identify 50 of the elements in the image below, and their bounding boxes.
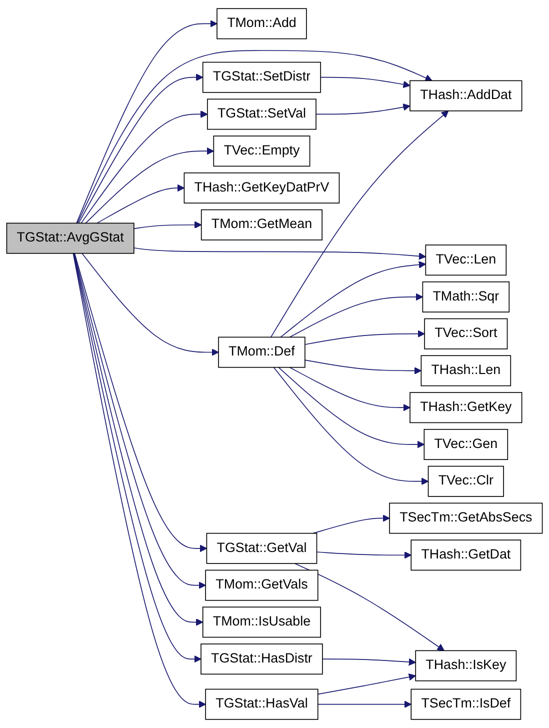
arrow <box>316 104 410 115</box>
node-box: TVec::Gen <box>424 428 508 460</box>
node-box: TGStat::HasVal <box>205 688 318 720</box>
arrow <box>289 366 410 412</box>
arrow <box>77 50 432 224</box>
arrow <box>322 658 416 666</box>
node-box: TMom::Add <box>216 8 307 40</box>
node-box: TGStat::AvgGStat <box>6 222 134 254</box>
arrow <box>80 110 208 224</box>
arrow <box>320 76 410 88</box>
arrow <box>82 252 219 356</box>
node-box: TVec::Empty <box>213 136 310 167</box>
node-box: THash::IsKey <box>415 650 517 682</box>
arrow <box>85 147 214 224</box>
node-box: THash::GetKey <box>410 392 522 424</box>
arrow <box>289 293 424 338</box>
node-box: TSecTm::GetAbsSecs <box>389 502 543 534</box>
node-box: TMath::Sqr <box>422 281 510 312</box>
node-box: THash::GetDat <box>410 540 522 571</box>
arrow <box>316 551 412 559</box>
node-box: TGStat::HasDistr <box>200 644 323 675</box>
node-box: TVec::Clr <box>428 466 504 497</box>
node-box: TVec::Len <box>425 244 507 276</box>
arrow <box>294 563 444 651</box>
arrow <box>312 514 390 534</box>
node-box: TSecTm::IsDef <box>410 688 522 720</box>
node-box: TMom::GetMean <box>200 209 322 240</box>
arrow <box>317 700 412 708</box>
arrow <box>134 221 202 230</box>
arrow <box>304 360 422 374</box>
arrow <box>76 20 218 224</box>
node-box: TMom::IsUsable <box>202 606 321 638</box>
arrow <box>270 110 449 338</box>
arrow <box>278 366 424 448</box>
arrow <box>78 74 204 224</box>
arrow <box>317 673 416 695</box>
arrow <box>96 184 185 224</box>
node-box: TGStat::SetDistr <box>202 62 321 93</box>
node-box: TGStat::GetVal <box>206 532 318 564</box>
arrow <box>280 261 426 338</box>
node-box: TMom::Def <box>218 336 306 368</box>
node-box: TMom::GetVals <box>205 570 318 601</box>
node-box: TGStat::SetVal <box>207 98 316 130</box>
node-box: THash::GetKeyDatPrV <box>184 172 340 204</box>
node-box: THash::AddDat <box>410 80 522 112</box>
arrow <box>304 330 425 345</box>
arrow <box>273 366 429 486</box>
node-box: TVec::Sort <box>424 318 508 350</box>
node-box: THash::Len <box>420 355 512 386</box>
arrow <box>134 247 426 260</box>
